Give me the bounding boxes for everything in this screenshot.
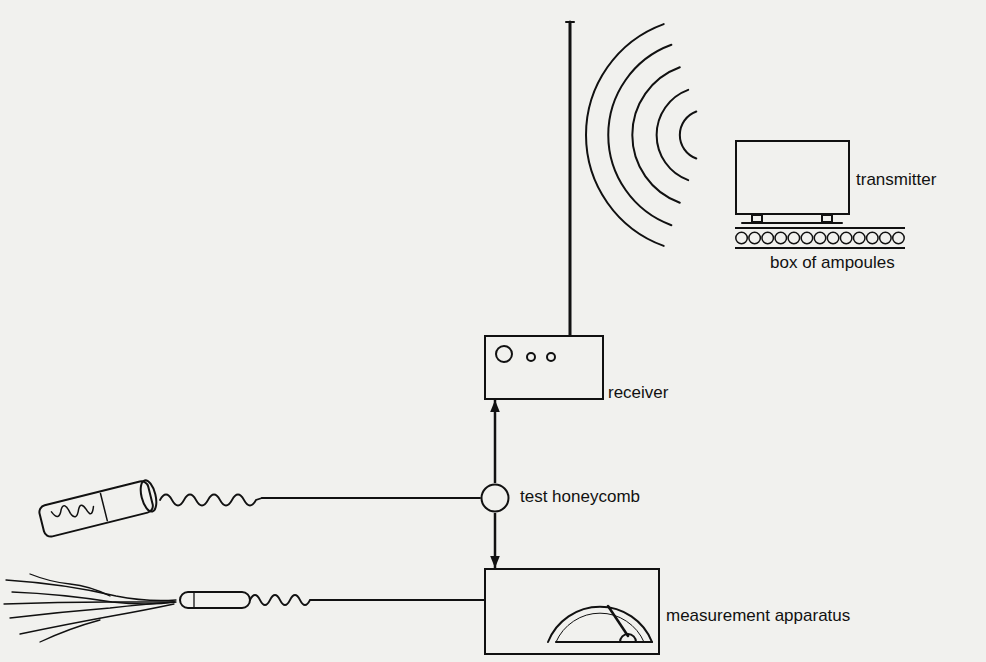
- node-label: test honeycomb: [520, 487, 640, 507]
- apparatus-box: measurement apparatus: [484, 568, 660, 655]
- gauge: [548, 606, 652, 642]
- arrow-connector: [494, 513, 497, 568]
- node-label: box of ampoules: [770, 253, 895, 273]
- fibre-bundle: [4, 574, 176, 642]
- node-label: transmitter: [856, 170, 936, 190]
- honeycomb-circle: test honeycomb: [480, 483, 510, 513]
- receiver-knobs: [496, 346, 555, 362]
- transmitter-box: transmitter: [735, 140, 850, 215]
- wire-top: [160, 495, 480, 506]
- arrow-connector: [494, 400, 497, 483]
- antenna: [566, 22, 574, 335]
- receiver-box: receiver: [484, 335, 604, 400]
- radio-waves: [586, 24, 696, 246]
- wire-bottom: [180, 592, 484, 608]
- transmitter-legs: [742, 215, 842, 223]
- ampoule-strip: [735, 227, 905, 249]
- node-label: measurement apparatus: [666, 606, 850, 626]
- node-label: receiver: [608, 383, 668, 403]
- ampoule-row: box of ampoules: [735, 227, 905, 249]
- tube-illustration: [38, 479, 159, 538]
- circle-outline: [480, 483, 510, 513]
